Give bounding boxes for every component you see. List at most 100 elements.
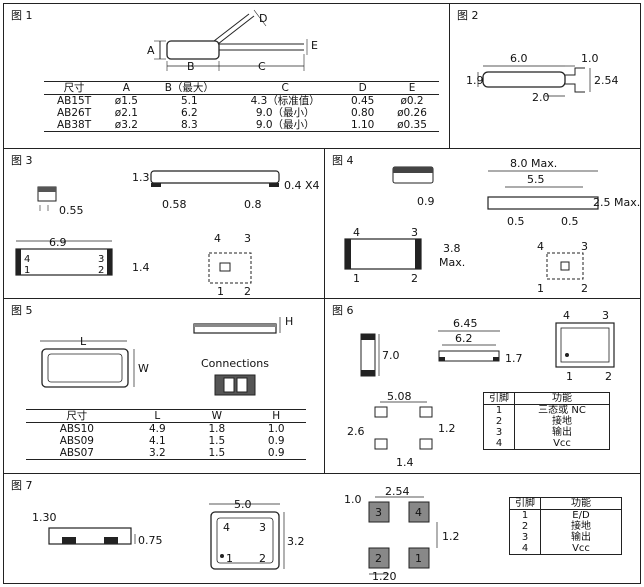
col-header: D	[340, 81, 386, 95]
dim-a-label: A	[147, 44, 155, 57]
col-header: 尺寸	[44, 81, 105, 95]
cell: AB26T	[56, 107, 92, 119]
pin-4: 4	[353, 226, 360, 239]
cell: 1.10	[340, 119, 386, 132]
dim-2-5-max: 2.5 Max.	[593, 196, 640, 209]
dim-0-8: 0.8	[244, 198, 262, 211]
cell: ø0.35	[385, 119, 439, 132]
cell: 2	[483, 416, 515, 427]
col-header: 尺寸	[26, 409, 128, 423]
cell: 4.1	[149, 435, 166, 447]
table-row: AB15T ø1.5 5.1 4.3（标准值） 0.45 ø0.2	[44, 95, 439, 108]
figure-1-spec-table: 尺寸 A B（最大） C D E AB15T ø1.5 5.1 4.3（标准值）…	[44, 81, 439, 132]
figure-7-drawing: 1.30 0.75 5.0 4 3 1 2 3.2 1.0 2.54 3 4 2…	[32, 485, 460, 583]
dim-0-5-left: 0.5	[507, 215, 525, 228]
table-row: AB26T ø2.1 6.2 9.0（最小） 0.80 ø0.26	[44, 107, 439, 119]
cell: 1.8	[208, 423, 226, 435]
table-row: AB38T ø3.2 8.3 9.0（最小） 1.10 ø0.35	[44, 119, 439, 132]
figure-7-pin-table: 引脚 功能 1 E/D 2 接地 3 输出 4 Vcc	[509, 497, 622, 555]
dim-6-9: 6.9	[49, 236, 67, 249]
dim-2-54: 2.54	[385, 485, 410, 498]
dim-0-55: 0.55	[59, 204, 84, 217]
dim-l: L	[80, 335, 87, 348]
figure-2-panel: 图 2 6.0 1.0 1.9 2.54 2.0	[449, 3, 641, 149]
pin-1: 1	[226, 552, 233, 565]
sch-pin-1: 1	[537, 282, 544, 295]
pin-2: 2	[98, 265, 104, 276]
cell: ø3.2	[104, 119, 149, 132]
figure-5-title: 图 5	[11, 304, 33, 317]
cell: AB15T	[56, 95, 92, 107]
cell: 0.9	[267, 435, 285, 447]
col-header: A	[104, 81, 149, 95]
table-row: 3 输出	[483, 427, 610, 438]
cell: ABS07	[26, 447, 128, 460]
cell: ABS09	[59, 435, 94, 447]
figure-5-drawing: L W H Connections	[40, 315, 293, 396]
cell: ø2.1	[114, 107, 138, 119]
cell: E/D	[540, 509, 622, 521]
sch-pin-3: 3	[581, 240, 588, 253]
table-row: ABS10 4.9 1.8 1.0	[26, 423, 306, 436]
pin-3: 3	[602, 309, 609, 322]
pin-2: 2	[605, 370, 612, 383]
table-row: 4 Vcc	[483, 438, 610, 450]
cell: 3	[509, 532, 541, 543]
figure-7-panel: 图 7 1.30 0.75 5.0 4 3 1 2 3.2 1.0 2.54 3…	[3, 473, 641, 584]
dim-1-7: 1.7	[505, 352, 523, 365]
col-header: B（最大）	[148, 81, 231, 95]
dim-5-5: 5.5	[527, 173, 545, 186]
col-header: H	[246, 409, 306, 423]
cell: 1.5	[208, 435, 226, 447]
table-row: 1 三态或 NC	[483, 404, 610, 416]
cell: 1	[509, 509, 541, 521]
cell: Vcc	[514, 438, 610, 450]
sch-pin-2: 2	[244, 285, 251, 298]
dim-c-label: C	[258, 60, 266, 73]
dim-7-0: 7.0	[382, 349, 400, 362]
col-header: W	[187, 409, 247, 423]
cell: 6.2	[180, 107, 198, 119]
cell: 1.5	[187, 447, 247, 460]
figure-3-drawing: 0.55 1.3 0.4 X4 0.58 0.8 6.9 4 1 3 2 1.4…	[15, 170, 320, 298]
col-header: C	[230, 81, 341, 95]
figure-3-title: 图 3	[11, 154, 33, 167]
sch-pin-1: 1	[217, 285, 224, 298]
table-row: 2 接地	[509, 521, 622, 532]
table-row: 2 接地	[483, 416, 610, 427]
figure-4-title: 图 4	[332, 154, 354, 167]
figure-1-panel: 图 1 A B C D E 尺寸 A B（最大） C	[3, 3, 450, 149]
cell: 3.2	[127, 447, 188, 460]
sch-pin-4: 4	[214, 232, 221, 245]
dim-6-45: 6.45	[453, 317, 478, 330]
cell: 3	[483, 427, 515, 438]
dim-1-30: 1.30	[32, 511, 57, 524]
cell: 三态或 NC	[514, 404, 610, 416]
pin-2: 2	[259, 552, 266, 565]
dim-0-4-x4: 0.4 X4	[284, 179, 320, 192]
figure-6-drawing: 7.0 6.45 6.2 1.7 4 3 1 2 5.08 2.6 1.2 1.…	[347, 309, 615, 469]
col-header: 功能	[540, 497, 622, 510]
dim-2-0: 2.0	[532, 91, 550, 104]
dim-0-9: 0.9	[417, 195, 435, 208]
dim-e-label: E	[311, 39, 318, 52]
pin-3: 3	[98, 254, 104, 265]
dim-1-0: 1.0	[344, 493, 362, 506]
figure-5-spec-table: 尺寸 L W H ABS10 4.9 1.8 1.0 ABS09 4.1 1.5…	[26, 409, 306, 460]
cell: ABS10	[59, 423, 94, 435]
figure-4-drawing: 0.9 8.0 Max. 5.5 2.5 Max. 0.5 0.5 4 3 1 …	[344, 157, 640, 295]
cell: 0.80	[350, 107, 375, 119]
cell: 0.9	[246, 447, 306, 460]
cell: 1.0	[267, 423, 285, 435]
dim-w: W	[138, 362, 149, 375]
cell: 1	[483, 404, 515, 416]
pad-2: 2	[375, 552, 382, 565]
dim-2-54: 2.54	[594, 74, 619, 87]
figure-1-title: 图 1	[11, 9, 33, 22]
pin-1: 1	[353, 272, 360, 285]
cell: 输出	[540, 532, 622, 543]
table-row: ABS07 3.2 1.5 0.9	[26, 447, 306, 460]
dim-0-58: 0.58	[162, 198, 187, 211]
dim-b-label: B	[187, 60, 195, 73]
cell: 9.0（最小）	[255, 107, 315, 119]
